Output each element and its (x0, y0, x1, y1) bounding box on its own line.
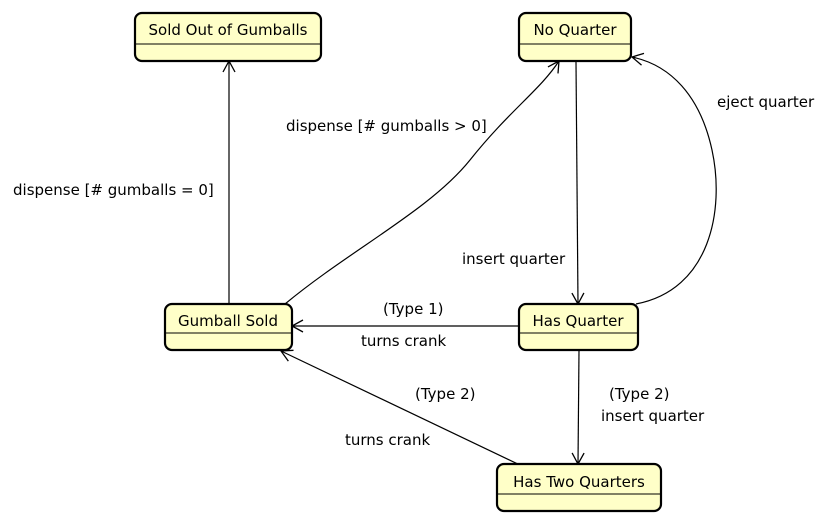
edge-has-quarter-to-has-two-quarters (571, 349, 585, 466)
state-box (495, 462, 663, 513)
label-type1-turn: turns crank (361, 332, 446, 350)
edge-has-quarter-to-no-quarter (630, 52, 717, 305)
state-name: Sold Out of Gumballs (149, 21, 308, 39)
label-insert-quarter: insert quarter (462, 250, 566, 268)
state-no-quarter: No Quarter (517, 11, 633, 63)
state-name: Gumball Sold (178, 312, 278, 330)
label-dispense-empty: dispense [# gumballs = 0] (13, 181, 214, 199)
state-name: Has Two Quarters (513, 473, 645, 491)
state-box (163, 302, 294, 352)
state-name: Has Quarter (532, 312, 624, 330)
label-type2-turn-guard: (Type 2) (415, 385, 475, 403)
transition-labels: dispense [# gumballs = 0] dispense [# gu… (13, 93, 815, 449)
label-type2-insert-guard: (Type 2) (609, 385, 669, 403)
edge-gumball-sold-to-no-quarter (284, 59, 560, 305)
label-type2-insert: insert quarter (601, 407, 705, 425)
state-gumball-sold: Gumball Sold (163, 302, 294, 352)
state-has-two-quarters: Has Two Quarters (495, 462, 663, 513)
label-eject-quarter: eject quarter (717, 93, 815, 111)
state-box (517, 11, 633, 63)
edge-no-quarter-to-has-quarter (571, 61, 585, 306)
state-box (133, 11, 323, 63)
label-dispense-more: dispense [# gumballs > 0] (286, 117, 487, 135)
transitions (222, 52, 717, 467)
state-box (517, 302, 640, 352)
label-type1-guard: (Type 1) (383, 300, 443, 318)
state-name: No Quarter (533, 21, 617, 39)
state-sold-out: Sold Out of Gumballs (133, 11, 323, 63)
state-has-quarter: Has Quarter (517, 302, 640, 352)
label-type2-turn: turns crank (345, 431, 430, 449)
edge-has-two-quarters-to-gumball-sold (279, 349, 523, 467)
